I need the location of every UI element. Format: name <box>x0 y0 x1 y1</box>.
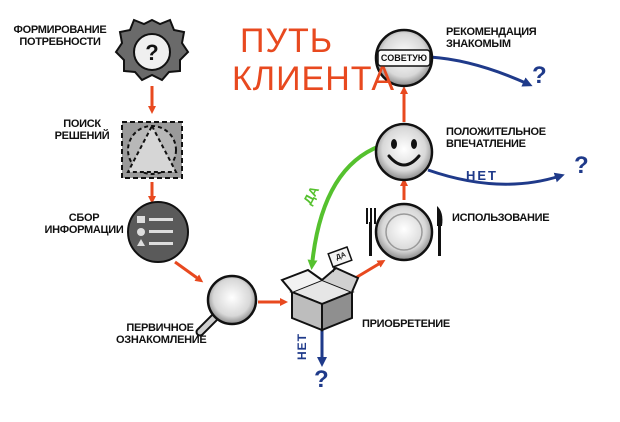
need-label-line-2: ПОТРЕБНОСТИ <box>19 36 101 48</box>
info-label: СБОР ИНФОРМАЦИИ <box>42 212 126 236</box>
question-gear-icon: ? <box>114 18 190 82</box>
impression-label-line-2: ВПЕЧАТЛЕНИЕ <box>446 138 526 150</box>
no-impression-label: НЕТ <box>466 168 498 183</box>
price-tag-icon <box>327 246 353 273</box>
advise-badge-text: СОВЕТУЮ <box>380 53 428 63</box>
smiley-icon <box>374 122 434 182</box>
impression-label: ПОЛОЖИТЕЛЬНОЕ ВПЕЧАТЛЕНИЕ <box>446 126 546 150</box>
arrow-impression-no <box>427 168 565 186</box>
no-purchase-label: НЕТ <box>295 333 309 360</box>
knife-icon <box>437 206 443 256</box>
magnifier-icon <box>195 274 258 337</box>
acquaint-label-line-2: ОЗНАКОМЛЕНИЕ <box>116 334 207 346</box>
impression-unknown-mark: ? <box>574 152 589 179</box>
recommend-label-line-1: РЕКОМЕНДАЦИЯ <box>446 26 537 38</box>
recommend-label-line-2: ЗНАКОМЫМ <box>446 38 511 50</box>
impression-label-line-1: ПОЛОЖИТЕЛЬНОЕ <box>446 126 546 138</box>
acquaint-label-line-1: ПЕРВИЧНОЕ <box>126 322 194 334</box>
info-label-line-1: СБОР <box>68 212 100 224</box>
search-label-line-2: РЕШЕНИЙ <box>54 130 110 142</box>
search-label: ПОИСК РЕШЕНИЙ <box>46 118 118 142</box>
recommend-label: РЕКОМЕНДАЦИЯ ЗНАКОМЫМ <box>446 26 537 50</box>
purchase-unknown-mark: ? <box>314 366 329 393</box>
arrow-recommend-out <box>429 55 533 87</box>
purchase-label: ПРИОБРЕТЕНИЕ <box>362 318 450 330</box>
acquaint-label: ПЕРВИЧНОЕ ОЗНАКОМЛЕНИЕ <box>116 322 207 346</box>
arrow-info-to-acquaint <box>174 260 204 283</box>
plate-icon <box>366 202 443 262</box>
svg-text:?: ? <box>145 40 158 65</box>
box-icon <box>280 246 360 332</box>
info-label-line-2: ИНФОРМАЦИИ <box>44 224 124 236</box>
title-line-1: ПУТЬ <box>240 22 334 60</box>
diagram-title: ПУТЬ КЛИЕНТА <box>232 22 395 98</box>
recommend-unknown-mark: ? <box>532 62 547 89</box>
title-line-2: КЛИЕНТА <box>232 60 396 98</box>
shapes-icon <box>121 121 183 179</box>
advise-badge-icon <box>374 28 434 88</box>
need-label: ФОРМИРОВАНИЕ ПОТРЕБНОСТИ <box>8 24 112 48</box>
search-label-line-1: ПОИСК <box>63 118 101 130</box>
need-label-line-1: ФОРМИРОВАНИЕ <box>13 24 107 36</box>
checklist-icon <box>127 201 189 263</box>
usage-label: ИСПОЛЬЗОВАНИЕ <box>452 212 550 224</box>
fork-icon <box>366 208 376 256</box>
arrow-yes-loop <box>307 144 381 270</box>
